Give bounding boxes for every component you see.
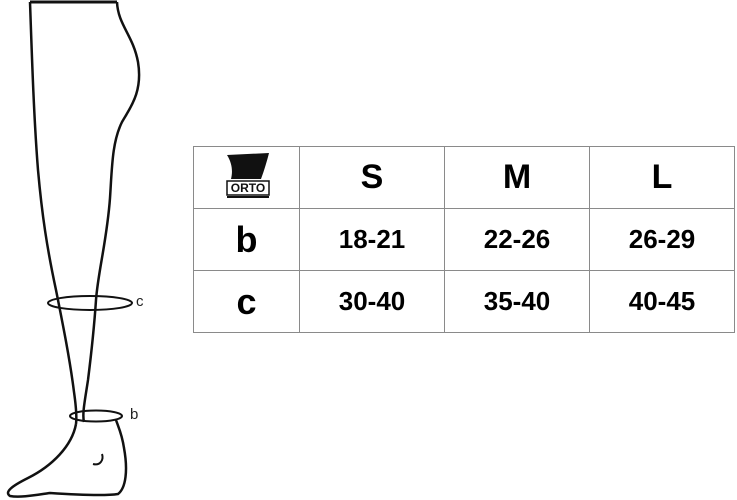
size-header-row: ORTO S M L bbox=[193, 146, 735, 209]
cell-c-s: 30-40 bbox=[299, 270, 445, 333]
table-row: b 18-21 22-26 26-29 bbox=[193, 208, 735, 271]
table-row: c 30-40 35-40 40-45 bbox=[193, 270, 735, 333]
row-label-c: c bbox=[193, 270, 300, 333]
leg-diagram bbox=[6, 0, 141, 498]
cell-c-m: 35-40 bbox=[444, 270, 590, 333]
leg-back-contour bbox=[28, 1, 78, 425]
measure-ring-c bbox=[47, 295, 133, 311]
measure-ring-b bbox=[69, 409, 123, 423]
orto-logo: ORTO bbox=[225, 153, 270, 198]
row-label-b: b bbox=[193, 208, 300, 271]
foot-contour bbox=[6, 419, 128, 498]
size-header-l: L bbox=[589, 146, 735, 209]
svg-text:ORTO: ORTO bbox=[230, 181, 264, 195]
size-header-m: M bbox=[444, 146, 590, 209]
leg-front-contour bbox=[82, 1, 141, 423]
logo-cell: ORTO bbox=[193, 146, 300, 209]
size-table: ORTO S M L b 18-21 22-26 26-29 c 30-40 3… bbox=[193, 146, 735, 333]
cell-b-s: 18-21 bbox=[299, 208, 445, 271]
ankle-mark bbox=[92, 453, 104, 466]
measure-label-c: c bbox=[136, 293, 144, 310]
cell-b-m: 22-26 bbox=[444, 208, 590, 271]
cell-c-l: 40-45 bbox=[589, 270, 735, 333]
measure-label-b: b bbox=[130, 406, 139, 423]
size-header-s: S bbox=[299, 146, 445, 209]
cell-b-l: 26-29 bbox=[589, 208, 735, 271]
